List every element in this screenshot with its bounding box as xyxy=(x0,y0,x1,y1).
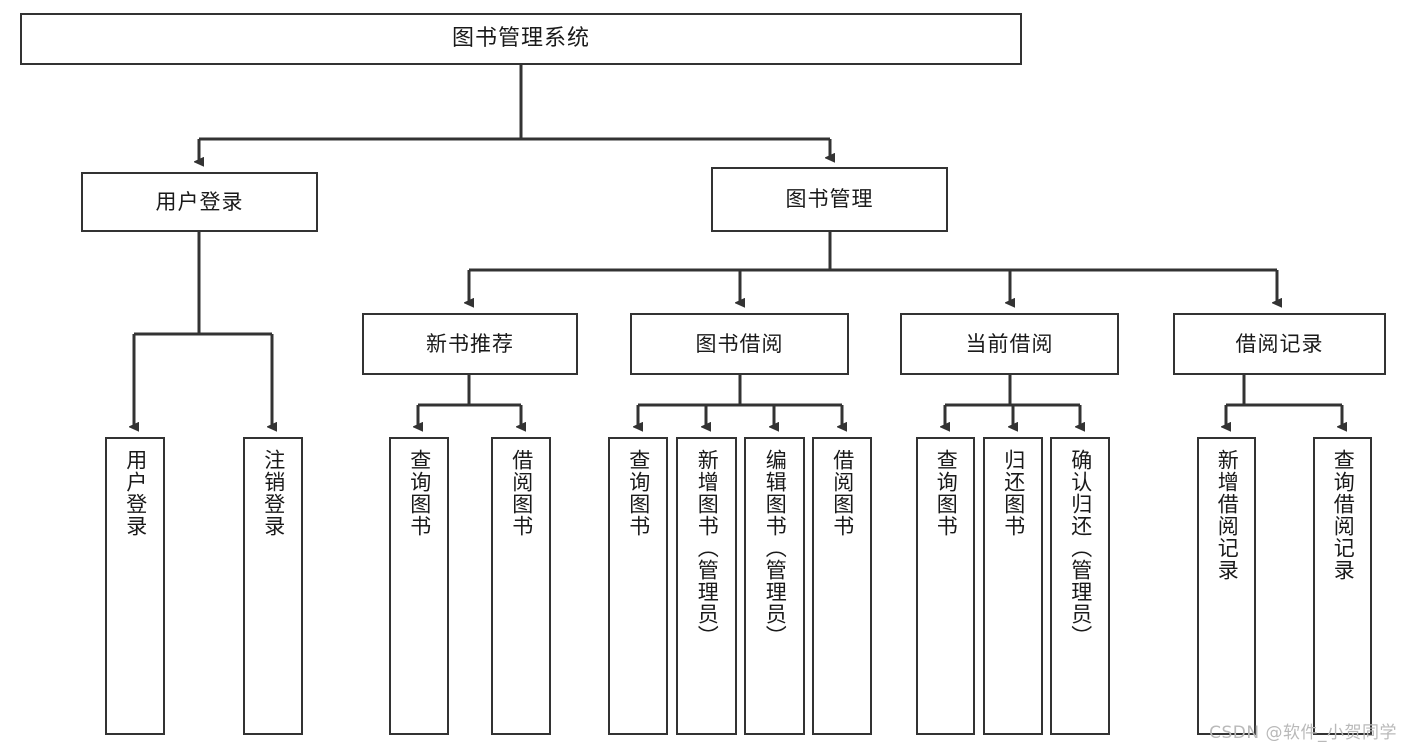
node-book-borrow[interactable]: 图书借阅 xyxy=(630,313,849,375)
node-label: 新书推荐 xyxy=(426,331,514,356)
node-label: 图书管理 xyxy=(785,187,874,212)
node-label: 确认归还（管理员） xyxy=(1068,449,1093,647)
node-label: 查询图书 xyxy=(407,449,432,537)
node-user-login[interactable]: 用户登录 xyxy=(81,172,318,232)
node-label: 图书借阅 xyxy=(695,331,784,356)
node-label: 借阅图书 xyxy=(509,449,534,537)
node-root-book-management-system[interactable]: 图书管理系统 xyxy=(20,13,1022,65)
leaf-query-book-borrow[interactable]: 查询图书 xyxy=(608,437,668,735)
leaf-confirm-return-admin[interactable]: 确认归还（管理员） xyxy=(1050,437,1110,735)
node-label: 用户登录 xyxy=(123,449,148,537)
node-label: 图书管理系统 xyxy=(451,26,590,52)
leaf-borrow-book[interactable]: 借阅图书 xyxy=(812,437,872,735)
leaf-user-login[interactable]: 用户登录 xyxy=(105,437,165,735)
node-borrow-record[interactable]: 借阅记录 xyxy=(1173,313,1386,375)
leaf-logout-login[interactable]: 注销登录 xyxy=(243,437,303,735)
node-label: 当前借阅 xyxy=(965,331,1054,356)
node-label: 用户登录 xyxy=(155,189,244,214)
node-new-book-recommend[interactable]: 新书推荐 xyxy=(362,313,578,375)
node-label: 归还图书 xyxy=(1001,449,1026,537)
leaf-add-book-admin[interactable]: 新增图书（管理员） xyxy=(676,437,737,735)
leaf-query-book-recommend[interactable]: 查询图书 xyxy=(389,437,449,735)
leaf-add-borrow-record[interactable]: 新增借阅记录 xyxy=(1197,437,1256,735)
leaf-query-borrow-record[interactable]: 查询借阅记录 xyxy=(1313,437,1372,735)
node-current-borrow[interactable]: 当前借阅 xyxy=(900,313,1119,375)
node-book-management[interactable]: 图书管理 xyxy=(711,167,948,232)
node-label: 新增图书（管理员） xyxy=(695,449,720,647)
node-label: 借阅记录 xyxy=(1235,331,1324,356)
leaf-return-book[interactable]: 归还图书 xyxy=(983,437,1043,735)
node-label: 查询图书 xyxy=(934,449,959,537)
csdn-watermark: CSDN @软件_小贺同学 xyxy=(1209,723,1397,743)
node-label: 注销登录 xyxy=(261,449,286,537)
leaf-borrow-book-recommend[interactable]: 借阅图书 xyxy=(491,437,551,735)
node-label: 查询借阅记录 xyxy=(1331,449,1356,581)
node-label: 新增借阅记录 xyxy=(1215,449,1240,581)
leaf-query-book-current[interactable]: 查询图书 xyxy=(916,437,975,735)
node-label: 借阅图书 xyxy=(830,449,855,537)
node-label: 编辑图书（管理员） xyxy=(763,449,788,647)
node-label: 查询图书 xyxy=(626,449,651,537)
leaf-edit-book-admin[interactable]: 编辑图书（管理员） xyxy=(744,437,805,735)
